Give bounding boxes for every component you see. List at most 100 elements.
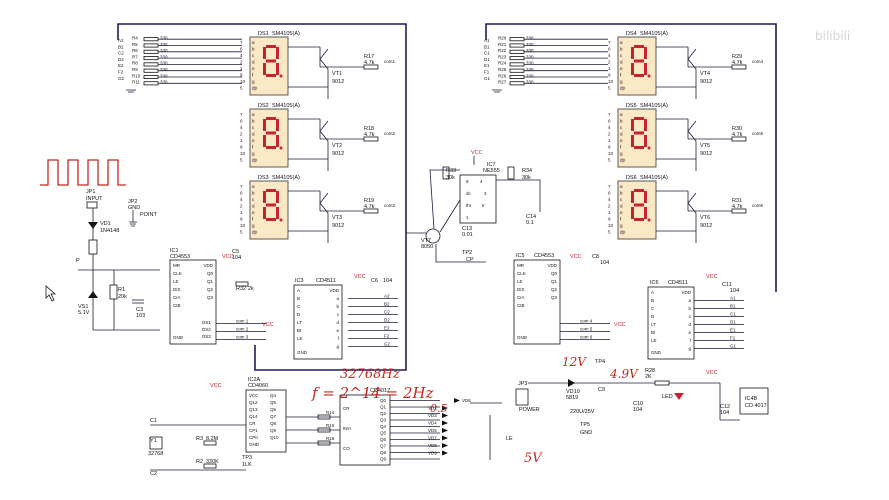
diode-icon bbox=[454, 398, 460, 403]
pin-number: 4 bbox=[608, 197, 611, 202]
pin-number: 5 bbox=[240, 158, 243, 163]
segment bbox=[644, 207, 647, 219]
segment bbox=[266, 146, 276, 149]
transistor-part: 9012 bbox=[700, 223, 712, 229]
power-jack[interactable] bbox=[515, 388, 529, 406]
segment bbox=[631, 135, 634, 147]
resistor-ref: R8 bbox=[132, 61, 138, 66]
ic6-ref: IC6 bbox=[650, 280, 659, 286]
pin-number: 9 bbox=[240, 217, 243, 222]
segment-pin: g bbox=[252, 151, 255, 156]
output-net: F2 bbox=[384, 334, 390, 339]
chip-pin: Q3 bbox=[207, 295, 214, 300]
com-output: com 1 bbox=[236, 319, 249, 324]
chip-pin: LE bbox=[517, 279, 523, 284]
pin-number: 9 bbox=[608, 217, 611, 222]
chip-pin: Q0 bbox=[551, 271, 558, 276]
segment bbox=[644, 63, 647, 75]
r32-resistor bbox=[235, 281, 249, 287]
chip-pin: Q10 bbox=[270, 435, 279, 440]
pin-number: 2 bbox=[608, 60, 611, 65]
decimal-point bbox=[647, 218, 651, 222]
r33-ref: R33 bbox=[446, 168, 456, 174]
display-ref: DS3 bbox=[258, 175, 269, 181]
decimal-point bbox=[647, 146, 651, 150]
c14-ref: C14 bbox=[526, 214, 536, 220]
chip-pin: a bbox=[336, 296, 339, 301]
com-output: com 4 bbox=[580, 319, 593, 324]
chip-pin: Q1 bbox=[551, 279, 558, 284]
jp2-label: GND bbox=[128, 205, 140, 211]
ic1-body[interactable] bbox=[169, 259, 217, 345]
resistor bbox=[509, 49, 525, 54]
chip-pin: Q8 bbox=[380, 450, 387, 455]
resistor-value: 330 bbox=[160, 73, 168, 78]
segment bbox=[263, 63, 266, 75]
r34-value: 30k bbox=[522, 175, 531, 181]
segment bbox=[644, 119, 647, 131]
r2-ref: R2 bbox=[196, 459, 203, 465]
ic4b-body[interactable] bbox=[739, 387, 769, 415]
net-label: E1 bbox=[484, 63, 490, 68]
segment-pin: dp bbox=[252, 230, 258, 235]
resistor-value: 330 bbox=[526, 42, 534, 47]
cd4017-body[interactable] bbox=[339, 394, 391, 466]
vd10-diode-icon bbox=[568, 379, 575, 387]
segment bbox=[266, 218, 276, 221]
svg-text:4: 4 bbox=[480, 179, 483, 184]
resistor-ref: R27 bbox=[498, 80, 507, 85]
chip-pin: Q2 bbox=[380, 411, 387, 416]
ic1-gnd: GND bbox=[173, 335, 184, 340]
r3-value: 8.2M bbox=[206, 436, 219, 442]
svg-text:3: 3 bbox=[484, 191, 487, 196]
chip-pin: Q9 bbox=[380, 457, 387, 462]
ic3-body[interactable] bbox=[293, 284, 343, 360]
transistor-ref: VT4 bbox=[700, 71, 710, 77]
net-label: F1 bbox=[484, 70, 490, 75]
ne555-body[interactable] bbox=[459, 174, 497, 224]
resistor bbox=[143, 56, 159, 61]
cd4060-body[interactable] bbox=[245, 389, 287, 453]
output-net: C2 bbox=[384, 310, 390, 315]
ic6-body[interactable] bbox=[647, 286, 695, 360]
pin-number: 6 bbox=[608, 47, 611, 52]
c8-value: 104 bbox=[600, 260, 609, 266]
resistor bbox=[509, 56, 525, 61]
segment-pin: b bbox=[252, 119, 255, 124]
power-section: JP3 POWER VD10 5819 C9 220U/25V TP5 GND … bbox=[515, 359, 769, 436]
annotation-49v: 4.9V bbox=[609, 367, 639, 381]
resistor bbox=[143, 43, 159, 48]
display-ref: DS4 bbox=[626, 31, 637, 37]
segment-pin: d bbox=[252, 204, 255, 209]
pin-number: 2 bbox=[608, 132, 611, 137]
chip-pin: CIA bbox=[173, 295, 181, 300]
segment-pin: b bbox=[252, 191, 255, 196]
chip-pin: Q8 bbox=[270, 421, 277, 426]
chip-pin: Q4 bbox=[270, 393, 277, 398]
resistor-ref: R7 bbox=[132, 54, 138, 59]
segment bbox=[631, 191, 634, 203]
c2-ref: C2 bbox=[150, 471, 157, 477]
r33-value: 30k bbox=[446, 175, 455, 181]
led-icon bbox=[674, 393, 684, 400]
ic1-ref: IC1 bbox=[170, 248, 179, 254]
com-output: com 2 bbox=[236, 327, 249, 332]
jp1-connector[interactable] bbox=[86, 201, 98, 209]
display-body bbox=[249, 36, 289, 96]
segment-pin: f bbox=[620, 73, 622, 78]
pin-number: 1 bbox=[240, 138, 243, 143]
segment bbox=[634, 45, 644, 48]
chip-pin: Q7 bbox=[380, 444, 387, 449]
resistor bbox=[509, 62, 525, 67]
decimal-point bbox=[279, 74, 283, 78]
svg-text:tr: tr bbox=[482, 203, 485, 208]
segment-pin: e bbox=[620, 138, 623, 143]
r1-value: 20k bbox=[118, 294, 127, 300]
output-net: B2 bbox=[384, 302, 390, 307]
ic5-body[interactable] bbox=[513, 259, 561, 345]
segment bbox=[631, 119, 634, 131]
